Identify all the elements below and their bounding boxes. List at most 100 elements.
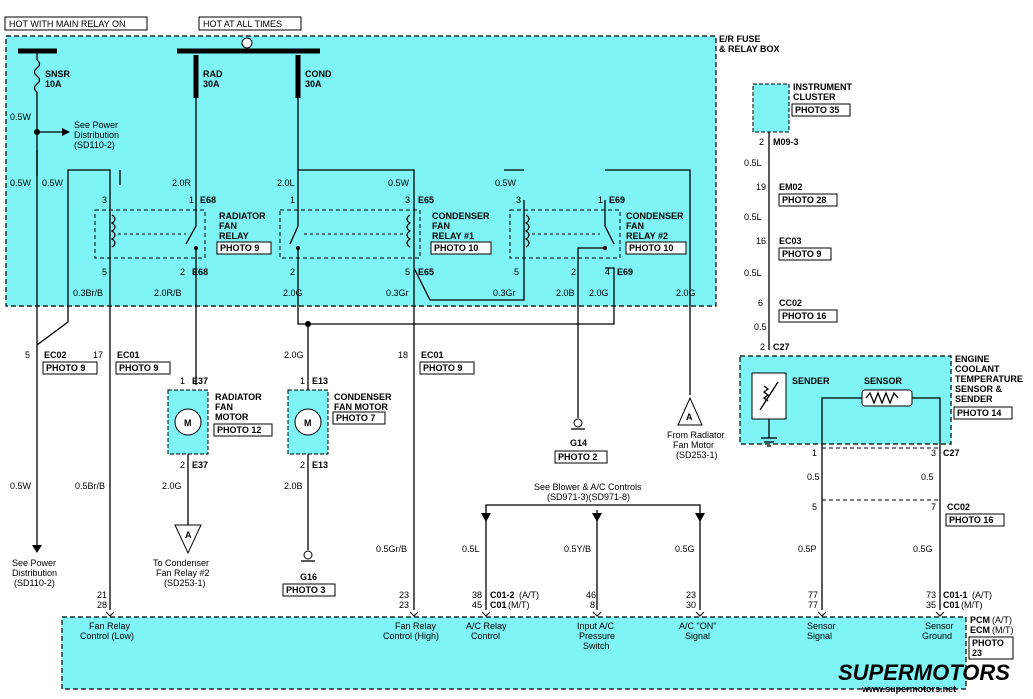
svg-text:M: M: [184, 418, 192, 428]
svg-text:23: 23: [972, 648, 982, 658]
svg-text:(A/T): (A/T): [972, 590, 992, 600]
svg-text:30A: 30A: [203, 79, 220, 89]
svg-text:PHOTO 2: PHOTO 2: [558, 452, 597, 462]
svg-text:5: 5: [102, 267, 107, 277]
svg-text:2.0G: 2.0G: [162, 481, 182, 491]
ground-g16: G16: [300, 572, 317, 582]
svg-text:Distribution: Distribution: [12, 568, 57, 578]
svg-text:FAN: FAN: [215, 402, 233, 412]
svg-text:0.3Br/B: 0.3Br/B: [73, 288, 103, 298]
svg-text:0.5W: 0.5W: [10, 112, 32, 122]
svg-text:(SD253-1): (SD253-1): [676, 450, 718, 460]
svg-text:23: 23: [399, 600, 409, 610]
fuse-snsr: SNSR: [45, 69, 71, 79]
svg-text:C01: C01: [943, 600, 960, 610]
svg-text:2.0R: 2.0R: [172, 178, 192, 188]
svg-text:30: 30: [686, 600, 696, 610]
svg-text:PHOTO 10: PHOTO 10: [629, 243, 673, 253]
svg-text:M: M: [304, 418, 312, 428]
svg-text:0.5L: 0.5L: [744, 268, 762, 278]
svg-text:0.5W: 0.5W: [388, 178, 410, 188]
svg-text:0.5: 0.5: [807, 472, 820, 482]
svg-text:PHOTO 9: PHOTO 9: [423, 363, 462, 373]
svg-text:PHOTO 35: PHOTO 35: [795, 105, 839, 115]
svg-text:2.0R/B: 2.0R/B: [154, 288, 182, 298]
svg-text:E69: E69: [609, 195, 625, 205]
svg-text:FAN: FAN: [626, 221, 644, 231]
svg-text:E69: E69: [617, 267, 633, 277]
svg-text:2.0G: 2.0G: [589, 288, 609, 298]
svg-text:1: 1: [598, 195, 603, 205]
svg-text:E37: E37: [192, 460, 208, 470]
svg-text:E68: E68: [200, 195, 216, 205]
svg-text:5: 5: [405, 267, 410, 277]
svg-text:0.5: 0.5: [921, 472, 934, 482]
connector-ec02: EC02: [44, 350, 67, 360]
svg-text:EM02: EM02: [779, 182, 803, 192]
svg-text:ECM: ECM: [970, 625, 990, 635]
svg-text:E65: E65: [418, 195, 434, 205]
connector-ec01: EC01: [117, 350, 140, 360]
svg-text:& RELAY BOX: & RELAY BOX: [719, 44, 780, 54]
svg-text:7: 7: [931, 502, 936, 512]
svg-text:E13: E13: [312, 460, 328, 470]
svg-text:RELAY #2: RELAY #2: [626, 231, 668, 241]
svg-text:23: 23: [399, 590, 409, 600]
svg-text:1: 1: [290, 195, 295, 205]
header-at-all-times: HOT AT ALL TIMES: [203, 19, 282, 29]
supermotors-url: www.supermotors.net: [861, 684, 956, 694]
svg-text:2.0G: 2.0G: [676, 288, 696, 298]
svg-text:23: 23: [686, 590, 696, 600]
svg-text:C01-1: C01-1: [943, 590, 968, 600]
svg-text:PHOTO 12: PHOTO 12: [217, 425, 261, 435]
pcm-terminal-ac-on: A/C "ON": [679, 621, 716, 631]
svg-text:SENSOR &: SENSOR &: [955, 384, 1003, 394]
ground-g14: G14: [570, 438, 587, 448]
condenser-relay1-label: CONDENSER: [432, 211, 490, 221]
svg-text:3: 3: [516, 195, 521, 205]
pcm-terminal-sensor-signal: Sensor: [807, 621, 836, 631]
svg-text:CC02: CC02: [947, 502, 970, 512]
svg-text:16: 16: [756, 236, 766, 246]
fuse-relay-box: [5, 35, 717, 307]
fuse-rad: RAD: [203, 69, 223, 79]
connector-ec01-b: EC01: [421, 350, 444, 360]
svg-text:2: 2: [180, 460, 185, 470]
svg-text:18: 18: [398, 350, 408, 360]
svg-text:0.5Br/B: 0.5Br/B: [75, 481, 105, 491]
svg-text:CONDENSER: CONDENSER: [334, 392, 392, 402]
svg-text:1: 1: [812, 448, 817, 458]
svg-text:19: 19: [756, 182, 766, 192]
svg-text:PHOTO 3: PHOTO 3: [286, 585, 325, 595]
radiator-fan-relay-label: RADIATOR: [219, 211, 266, 221]
pcm-terminal-fan-high: Fan Relay: [395, 621, 437, 631]
svg-text:PHOTO 16: PHOTO 16: [782, 311, 826, 321]
pcm-box: [61, 616, 967, 690]
svg-text:1: 1: [180, 376, 185, 386]
svg-text:5: 5: [812, 502, 817, 512]
svg-text:FAN: FAN: [219, 221, 237, 231]
svg-text:0.5W: 0.5W: [42, 178, 64, 188]
svg-text:0.5L: 0.5L: [744, 158, 762, 168]
svg-text:2.0B: 2.0B: [556, 288, 575, 298]
fuse-box-label: E/R FUSE: [719, 34, 761, 44]
svg-text:Signal: Signal: [807, 631, 832, 641]
header-main-relay: HOT WITH MAIN RELAY ON: [9, 19, 126, 29]
svg-text:E65: E65: [418, 267, 434, 277]
svg-text:CLUSTER: CLUSTER: [793, 92, 836, 102]
svg-text:C27: C27: [943, 448, 960, 458]
svg-text:SENDER: SENDER: [955, 394, 993, 404]
svg-text:4: 4: [605, 267, 610, 277]
svg-text:2: 2: [290, 267, 295, 277]
svg-text:Control (High): Control (High): [383, 631, 439, 641]
svg-text:0.3Gr: 0.3Gr: [493, 288, 516, 298]
svg-text:C01: C01: [490, 600, 507, 610]
svg-text:3: 3: [405, 195, 410, 205]
svg-text:C01-2: C01-2: [490, 590, 515, 600]
svg-text:6: 6: [758, 298, 763, 308]
svg-text:C27: C27: [773, 342, 790, 352]
instrument-cluster-label: INSTRUMENT: [793, 82, 852, 92]
pcm-terminal-ac-pressure: Input A/C: [577, 621, 615, 631]
svg-text:10A: 10A: [45, 79, 62, 89]
svg-text:2.0G: 2.0G: [284, 350, 304, 360]
